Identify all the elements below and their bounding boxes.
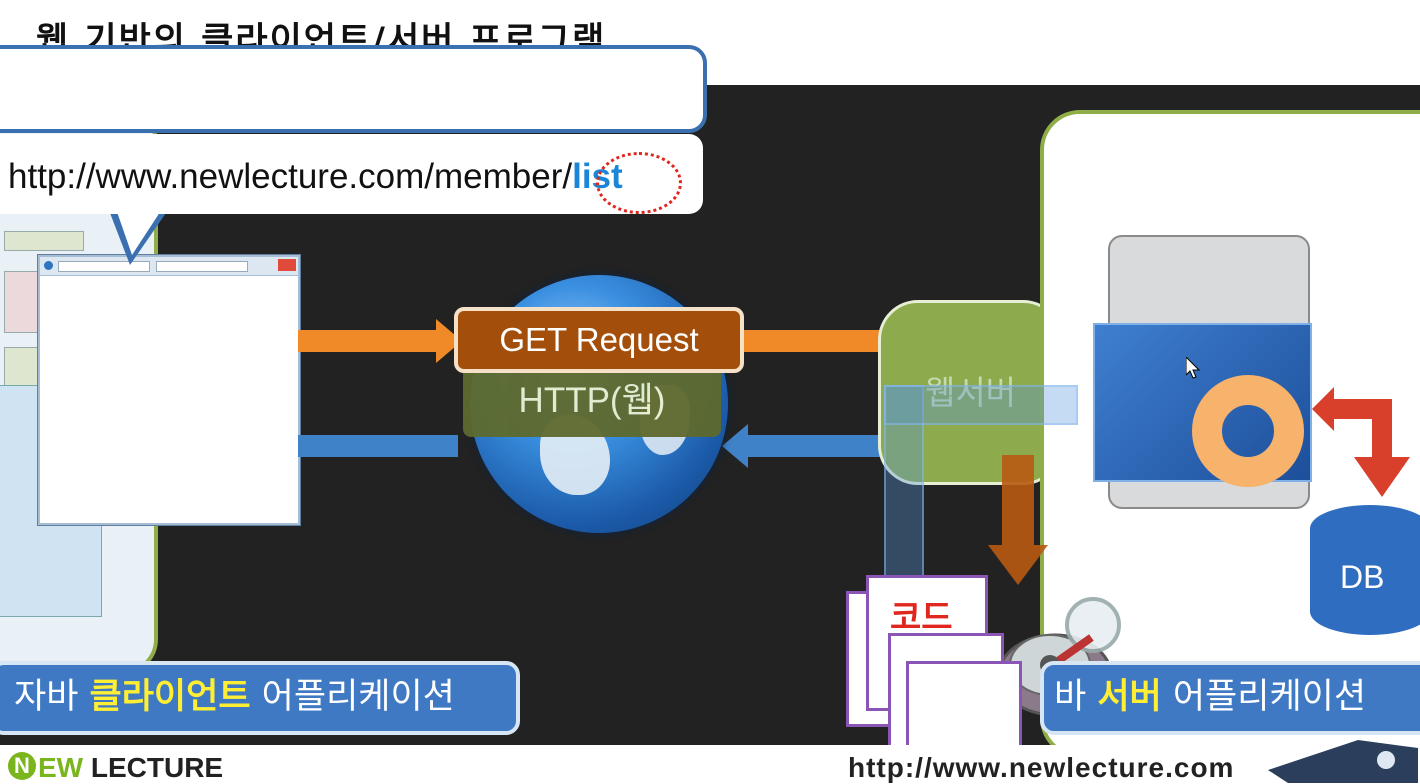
highlight-circle <box>596 152 682 214</box>
banner-text: 자바 <box>14 677 90 717</box>
banner-highlight: 클라이언트 <box>89 677 251 717</box>
tab-bar <box>156 261 248 272</box>
db-label: DB <box>1340 559 1385 595</box>
get-request-badge: GET Request <box>454 307 744 373</box>
slide-stage: HTTP(웹) GET Request 웹서버 DB 코드 자바 클라이언트 어… <box>0 85 1420 745</box>
code-label: 코드 <box>890 598 953 638</box>
footer-url: http://www.newlecture.com <box>848 752 1235 783</box>
db-arrow-icon <box>1312 387 1410 497</box>
ie-icon <box>44 261 53 270</box>
server-banner: 바 서버 어플리케이션 <box>1040 661 1420 735</box>
response-arrow-left <box>298 435 458 457</box>
browser-chrome <box>40 257 298 276</box>
ring-icon <box>1192 375 1304 487</box>
url-prefix: http://www.newlecture.com/member/ <box>8 157 573 196</box>
code-document-icon <box>906 661 1022 745</box>
browser-window-icon <box>38 255 300 525</box>
flow-pipe <box>884 385 1078 425</box>
banner-text: 어플리케이션 <box>1161 677 1367 717</box>
client-banner: 자바 클라이언트 어플리케이션 <box>0 661 520 735</box>
mouse-cursor-icon <box>1186 357 1200 379</box>
address-bar <box>58 261 150 272</box>
url-callout <box>0 45 707 133</box>
logo-mark: N <box>8 752 36 780</box>
callout-tail <box>116 209 162 255</box>
webserver-block: 웹서버 <box>878 300 1063 485</box>
banner-text: 바 <box>1054 677 1098 717</box>
logo-ew: EW <box>38 752 84 783</box>
logo-lecture: LECTURE <box>83 752 224 783</box>
banner-text: 어플리케이션 <box>250 677 455 717</box>
url-text: http://www.newlecture.com/member/list <box>8 157 623 197</box>
url-callout-body <box>0 134 703 214</box>
down-arrow-icon <box>988 455 1048 585</box>
arrow-head-icon <box>722 424 748 468</box>
camera-icon <box>1268 740 1418 783</box>
flow-pipe <box>884 385 924 579</box>
request-arrow-left <box>298 330 438 352</box>
banner-highlight: 서버 <box>1097 677 1162 717</box>
close-icon <box>278 259 296 271</box>
database-icon <box>1310 505 1420 635</box>
doc-stripe <box>4 231 84 251</box>
